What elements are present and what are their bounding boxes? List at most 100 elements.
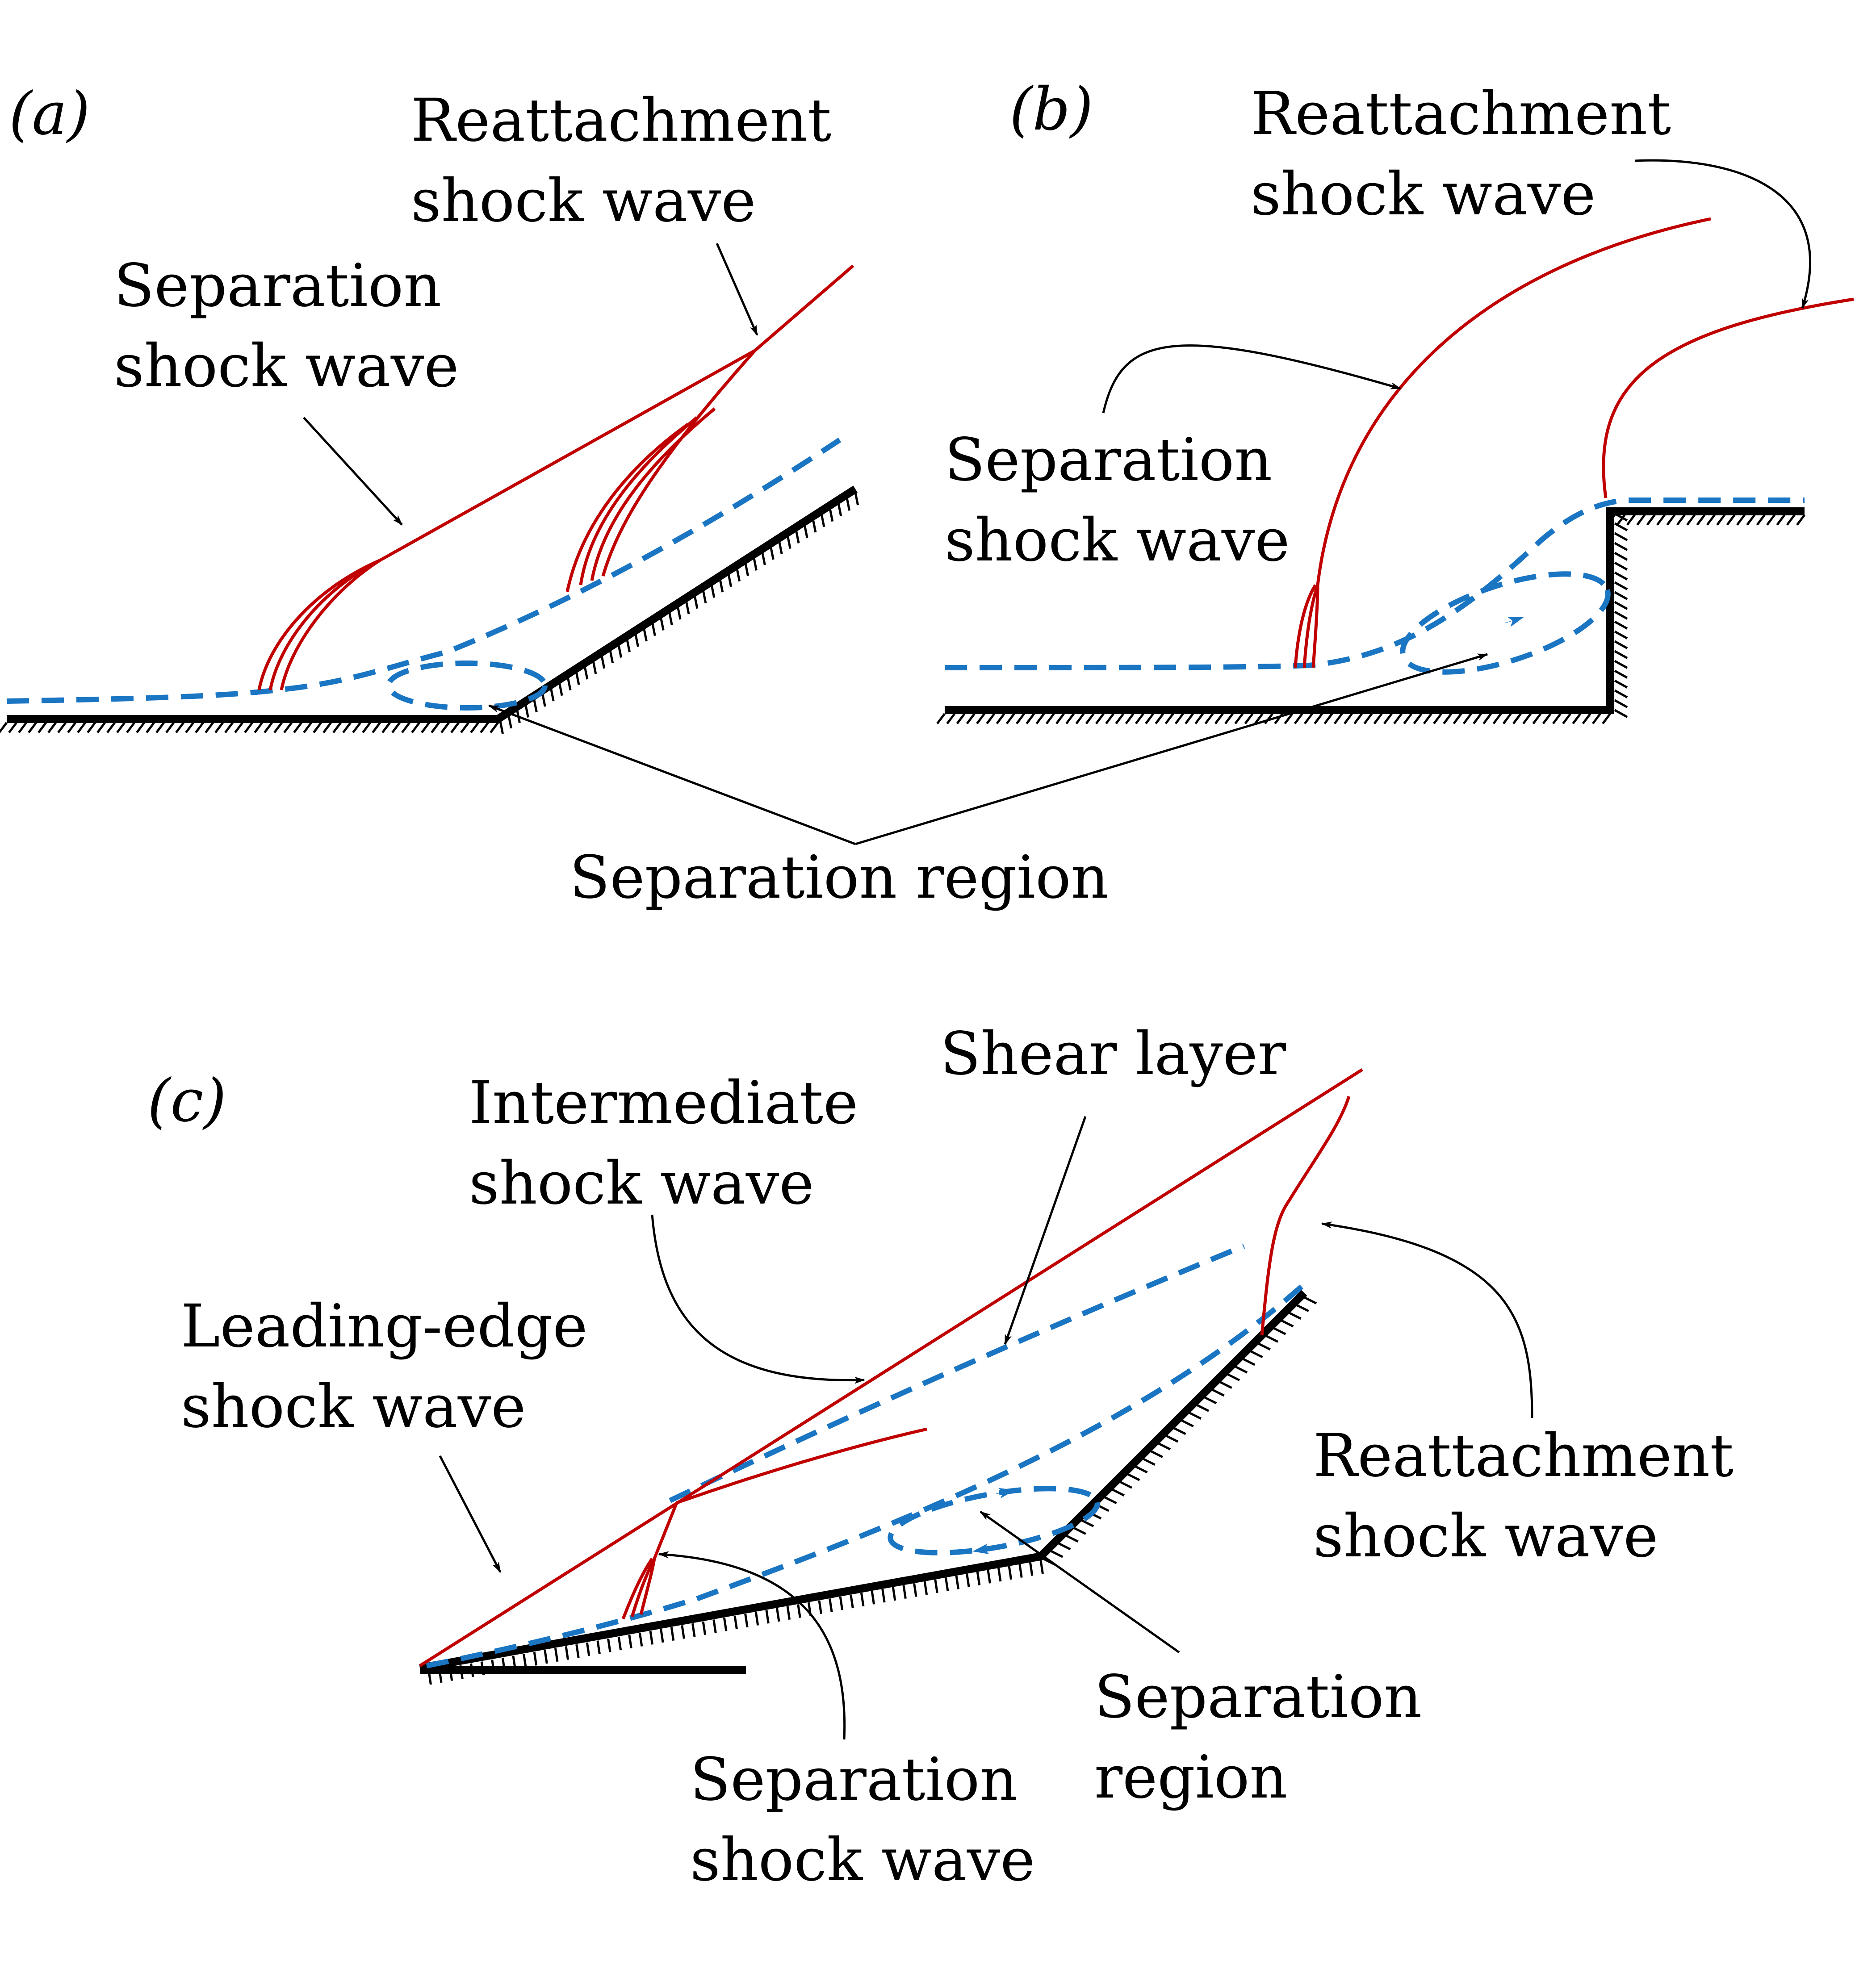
wall-hatch-mark bbox=[1165, 1434, 1179, 1443]
wall-hatch-mark bbox=[1614, 709, 1628, 718]
wall-hatch-mark bbox=[1173, 1427, 1186, 1435]
wall-hatch-mark bbox=[1706, 514, 1716, 526]
wall-hatch-mark bbox=[681, 1625, 685, 1639]
wall-hatch-mark bbox=[829, 509, 834, 522]
wall-hatch-mark bbox=[643, 628, 648, 642]
panel-a-separation-label: Separation shock wave bbox=[114, 251, 460, 401]
wall-hatch-mark bbox=[1016, 713, 1025, 724]
wall-hatch-mark bbox=[795, 530, 800, 544]
wall-hatch-mark bbox=[28, 722, 38, 733]
wall-hatch-mark bbox=[507, 715, 512, 729]
wall-hatch-mark bbox=[1119, 1480, 1133, 1489]
wall-hatch-mark bbox=[944, 1577, 949, 1591]
wall-hatch-mark bbox=[668, 612, 673, 625]
wall-hatch-mark bbox=[1614, 581, 1628, 590]
wall-hatch-mark bbox=[1264, 713, 1273, 724]
wall-hatch-mark bbox=[523, 1654, 527, 1668]
wall-hatch-mark bbox=[224, 722, 234, 733]
panel-c-label: (c) bbox=[147, 1066, 226, 1135]
wall-hatch-mark bbox=[1145, 713, 1155, 724]
wall-hatch-mark bbox=[1353, 713, 1363, 724]
wall-hatch-mark bbox=[1776, 514, 1786, 526]
wall-hatch-mark bbox=[372, 722, 381, 733]
wall-hatch-mark bbox=[155, 722, 165, 733]
wall-hatch-mark bbox=[1373, 713, 1383, 724]
wall-hatch-mark bbox=[1602, 713, 1611, 724]
wall-hatch-mark bbox=[660, 1629, 664, 1643]
wall-hatch-mark bbox=[860, 1593, 865, 1607]
panel-c-separation-bubble bbox=[888, 1486, 1100, 1555]
wall-hatch-mark bbox=[1572, 713, 1582, 724]
wall-hatch-mark bbox=[431, 722, 440, 733]
wall-hatch-mark bbox=[1294, 713, 1303, 724]
wall-hatch-mark bbox=[1150, 1450, 1164, 1458]
wall-hatch-mark bbox=[1343, 713, 1353, 724]
wall-hatch-mark bbox=[362, 722, 372, 733]
wall-hatch-mark bbox=[1614, 679, 1628, 689]
wall-hatch-mark bbox=[986, 713, 996, 724]
wall-hatch-mark bbox=[710, 585, 716, 598]
wall-hatch-mark bbox=[411, 722, 421, 733]
wall-hatch-mark bbox=[1265, 1334, 1279, 1343]
wall-hatch-mark bbox=[1614, 542, 1628, 551]
wall-hatch-mark bbox=[677, 606, 682, 620]
wall-hatch-mark bbox=[786, 1606, 791, 1620]
wall-hatch-mark bbox=[1614, 610, 1628, 620]
wall-hatch-mark bbox=[1104, 1496, 1117, 1505]
panel-a-separation-arrow bbox=[303, 417, 403, 526]
wall-hatch-mark bbox=[592, 661, 597, 674]
wall-hatch-mark bbox=[607, 1638, 611, 1652]
wall-hatch-mark bbox=[923, 1581, 928, 1595]
wall-hatch-mark bbox=[558, 683, 563, 696]
wall-hatch-mark bbox=[1532, 713, 1542, 724]
wall-hatch-mark bbox=[966, 1573, 970, 1588]
wall-hatch-mark bbox=[1227, 1373, 1240, 1381]
wall-hatch-mark bbox=[691, 1623, 696, 1637]
wall-hatch-mark bbox=[609, 650, 614, 664]
panel-b-separation-label: Separation shock wave bbox=[945, 426, 1291, 575]
wall-hatch-mark bbox=[1614, 689, 1628, 698]
wall-hatch-mark bbox=[1026, 713, 1035, 724]
panel-c-separation-shock-label: Separation shock wave bbox=[690, 1745, 1036, 1894]
panel-a-reattachment-shock bbox=[565, 264, 854, 592]
wall-hatch-mark bbox=[381, 722, 391, 733]
wall-hatch-mark bbox=[1462, 713, 1472, 724]
wall-hatch-mark bbox=[976, 1572, 981, 1586]
panel-a-wall bbox=[0, 485, 859, 734]
wall-hatch-mark bbox=[1257, 1342, 1271, 1350]
wall-hatch-mark bbox=[1512, 713, 1522, 724]
wall-hatch-mark bbox=[1443, 713, 1453, 724]
wall-hatch-mark bbox=[1303, 1296, 1317, 1304]
wall-hatch-mark bbox=[1614, 601, 1628, 610]
wall-hatch-mark bbox=[1045, 713, 1055, 724]
wall-hatch-mark bbox=[770, 547, 775, 560]
wall-hatch-mark bbox=[1219, 1381, 1232, 1389]
wall-hatch-mark bbox=[1393, 713, 1403, 724]
wall-hatch-mark bbox=[1492, 713, 1502, 724]
wall-hatch-mark bbox=[946, 713, 956, 724]
separation-region-label: Separation region bbox=[570, 843, 1109, 912]
wall-hatch-mark bbox=[1383, 713, 1393, 724]
wall-hatch-mark bbox=[1058, 1542, 1071, 1551]
wall-hatch-mark bbox=[1591, 713, 1601, 724]
wall-hatch-mark bbox=[829, 1598, 833, 1612]
panel-a-separation-bubble bbox=[386, 661, 548, 711]
wall-hatch-mark bbox=[1614, 669, 1628, 679]
panel-c: (c) Intermediate shock wave bbox=[147, 1020, 1734, 1894]
wall-hatch-mark bbox=[854, 492, 859, 506]
wall-hatch-mark bbox=[723, 1617, 728, 1631]
wall-hatch-mark bbox=[1288, 1312, 1302, 1320]
wall-hatch-mark bbox=[1796, 514, 1805, 526]
wall-hatch-mark bbox=[765, 1610, 770, 1624]
wall-hatch-mark bbox=[670, 1627, 675, 1641]
wall-hatch-mark bbox=[818, 1600, 822, 1614]
wall-hatch-mark bbox=[1234, 713, 1244, 724]
wall-hatch-mark bbox=[1185, 713, 1194, 724]
wall-hatch-mark bbox=[712, 1619, 717, 1633]
wall-hatch-mark bbox=[303, 722, 313, 733]
wall-hatch-mark bbox=[1125, 713, 1135, 724]
wall-hatch-mark bbox=[391, 722, 401, 733]
wall-hatch-mark bbox=[1174, 713, 1184, 724]
wall-hatch-mark bbox=[1188, 1411, 1202, 1420]
wall-hatch-mark bbox=[1250, 1350, 1263, 1359]
